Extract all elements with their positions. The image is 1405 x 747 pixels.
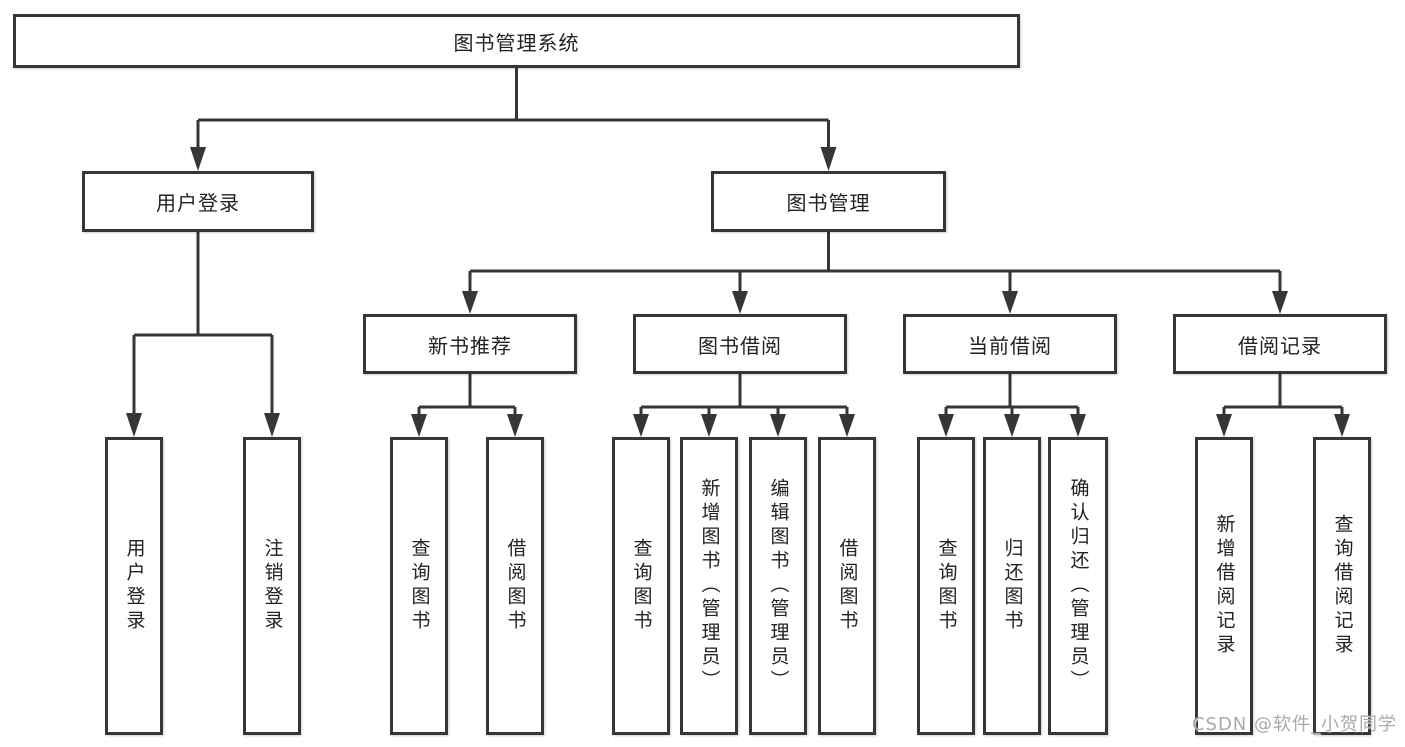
node-book-borrowing: 图书借阅	[633, 314, 847, 374]
node-user-login: 用户登录	[82, 171, 314, 232]
leaf-logout: 注销登录	[243, 437, 301, 735]
leaf-borrow-books-recommend: 借阅图书	[486, 437, 544, 735]
leaf-edit-books-admin: 编辑图书（管理员）	[749, 437, 807, 735]
leaf-query-books-current: 查询图书	[917, 437, 975, 735]
csdn-watermark: CSDN @软件_小贺同学	[1191, 714, 1397, 735]
node-borrow-records: 借阅记录	[1173, 314, 1387, 374]
leaf-query-books-recommend: 查询图书	[390, 437, 448, 735]
leaf-confirm-return-admin: 确认归还（管理员）	[1048, 437, 1108, 735]
node-new-book-recommend: 新书推荐	[363, 314, 577, 374]
leaf-user-login: 用户登录	[105, 437, 163, 735]
arrowheads	[126, 147, 1350, 437]
node-current-borrowing: 当前借阅	[903, 314, 1117, 374]
leaf-borrow-books: 借阅图书	[818, 437, 876, 735]
leaf-add-borrow-record: 新增借阅记录	[1195, 437, 1253, 735]
node-book-management: 图书管理	[711, 171, 946, 232]
node-root: 图书管理系统	[13, 14, 1020, 68]
leaf-return-books: 归还图书	[983, 437, 1041, 735]
leaf-query-books-borrowing: 查询图书	[612, 437, 670, 735]
leaf-add-books-admin: 新增图书（管理员）	[680, 437, 738, 735]
leaf-query-borrow-record: 查询借阅记录	[1313, 437, 1371, 735]
